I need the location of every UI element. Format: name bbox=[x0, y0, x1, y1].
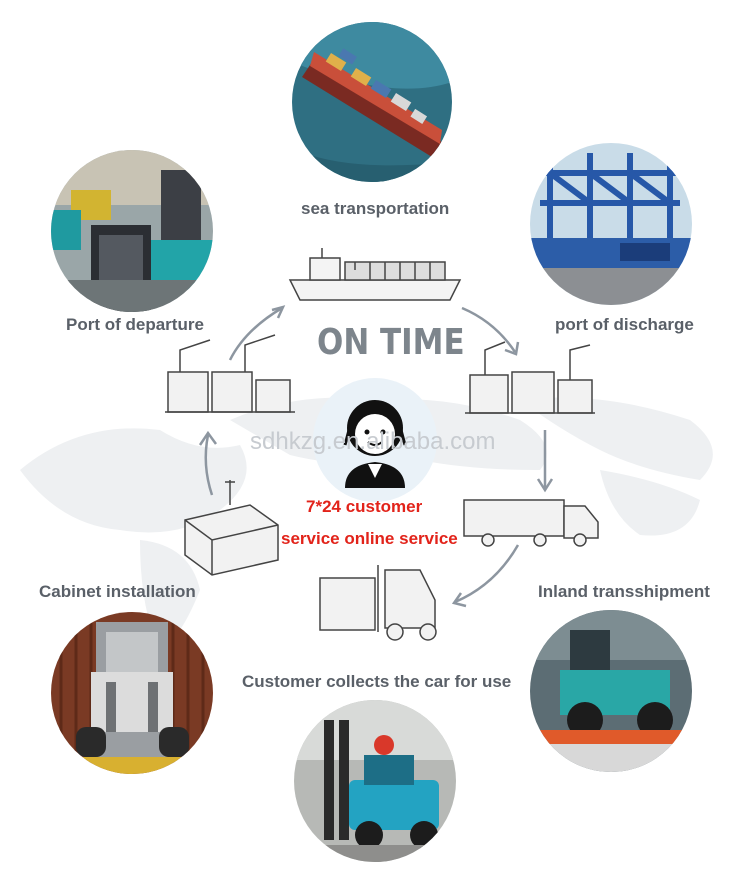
customer-collects-photo bbox=[294, 700, 456, 862]
label-cabinet-installation: Cabinet installation bbox=[39, 582, 196, 601]
service-line-2: service online service bbox=[281, 529, 458, 548]
flow-arrows bbox=[198, 305, 554, 608]
arrow-container-to-port bbox=[204, 434, 214, 496]
label-customer-collects: Customer collects the car for use bbox=[242, 672, 512, 691]
sea-transport-photo bbox=[292, 22, 452, 182]
arrow-ship-to-discharge bbox=[461, 306, 517, 353]
on-time-title: ON TIME bbox=[317, 322, 465, 363]
port-of-discharge-photo bbox=[530, 143, 692, 305]
arrowhead-4 bbox=[451, 592, 467, 608]
service-line-1: 7*24 customer bbox=[306, 497, 423, 516]
forklift-sketch-icon bbox=[319, 565, 437, 641]
label-port-of-discharge: port of discharge bbox=[555, 315, 694, 334]
port-sketch-left-icon bbox=[165, 334, 295, 413]
arrowhead-2 bbox=[504, 341, 520, 356]
customer-service-agent-icon bbox=[343, 400, 407, 488]
arrowhead-5 bbox=[198, 430, 218, 446]
arrow-truck-to-forklift bbox=[454, 544, 520, 604]
label-inland-transshipment: Inland transshipment bbox=[538, 582, 710, 601]
label-port-of-departure: Port of departure bbox=[66, 315, 204, 334]
container-sketch-icon bbox=[184, 480, 279, 576]
arrowhead-3 bbox=[536, 478, 554, 493]
arrow-departure-to-ship bbox=[228, 306, 283, 361]
watermark-text: sdhkzg.en.alibaba.com bbox=[250, 428, 496, 455]
inland-transshipment-photo bbox=[530, 610, 692, 772]
port-sketch-right-icon bbox=[465, 341, 595, 414]
cabinet-installation-photo bbox=[51, 612, 213, 774]
truck-sketch-icon bbox=[463, 499, 599, 547]
ship-sketch-icon bbox=[288, 248, 462, 301]
arrowhead-1 bbox=[271, 305, 286, 319]
label-sea-transportation: sea transportation bbox=[301, 199, 450, 218]
